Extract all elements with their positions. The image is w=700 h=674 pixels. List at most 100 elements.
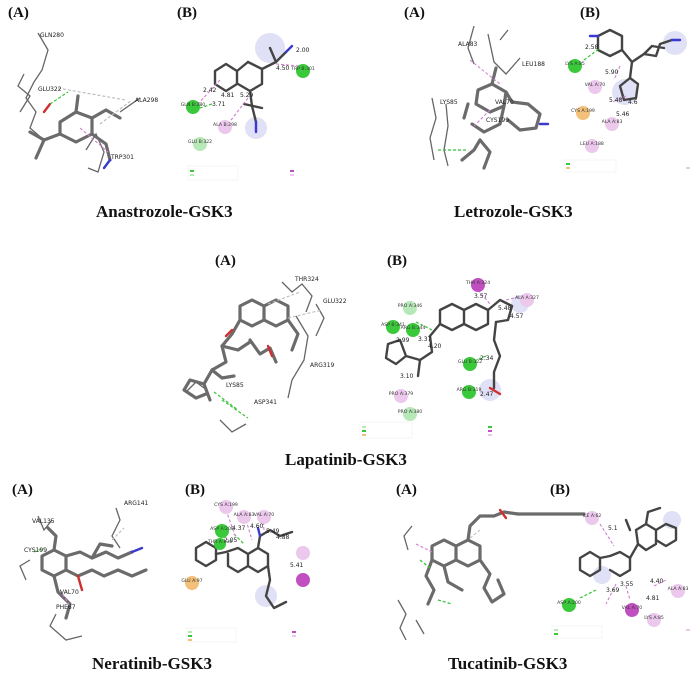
lapatinib-3d-view: THR324 GLU322 ARG319 ASP341 LYS85: [182, 276, 347, 433]
distance-label: 3.71: [212, 101, 226, 108]
residue-label: GLN280: [40, 32, 64, 39]
distance-label: 5.41: [290, 562, 304, 569]
distance-label: 5.48: [498, 305, 512, 312]
residue-bubble-label: GLU B:322: [188, 139, 212, 145]
distance-label: 5.46: [616, 111, 630, 118]
residue-bubble-label: VAL A:70: [585, 82, 606, 88]
residue-label: VAL70: [495, 99, 514, 106]
residue-bubble-label: PRO A:346: [398, 303, 422, 309]
distance-label: 5.49: [266, 528, 280, 535]
distance-label: 5.90: [605, 69, 619, 76]
distance-label: 2.34: [480, 355, 494, 362]
residue-label: LYS85: [226, 382, 244, 389]
panel-tag-a: (A): [8, 5, 29, 21]
residue-bubble-label: THR A:138: [207, 539, 232, 545]
residue-bubble-label: ASP A:200: [210, 526, 234, 532]
residue-label: ALA83: [458, 41, 478, 48]
residue-bubble-label: GLU A:97: [181, 578, 202, 584]
distance-label: 4.60: [250, 523, 264, 530]
figure-title: Neratinib-GSK3: [92, 654, 212, 673]
legend-box: [359, 421, 413, 439]
residue-bubble-label: ASP B:341: [381, 322, 405, 328]
distance-label: 3.55: [620, 581, 634, 588]
residue-bubble-label: ILE A:62: [583, 513, 602, 519]
neratinib-2d-view: CYS A:199 ALA A:83 VAL A:70 ASP A:200 TH…: [181, 500, 310, 643]
distance-label: 5.1: [608, 525, 618, 532]
residue-bubble-label: ASP A:200: [557, 600, 581, 606]
residue-bubble-label: ARG B:344: [401, 325, 426, 331]
residue-bubble-label: ALA A:83: [234, 512, 255, 518]
distance-label: 4.57: [510, 313, 524, 320]
distance-label: 2.42: [203, 87, 217, 94]
residue-bubble-label: VAL A:70: [622, 605, 643, 611]
residue-bubble-label: LYS A:85: [565, 61, 585, 67]
panel-tag-b: (B): [185, 482, 205, 498]
residue-label: VAL70: [60, 589, 79, 596]
residue-bubble-label: ALA A:83: [668, 586, 689, 592]
neratinib-3d-view: VAL135 ARG141 CYS199 VAL70 PHE67: [19, 500, 149, 641]
residue-bubble-label: THR A:324: [465, 280, 490, 286]
residue-bubble-label: VAL A:70: [254, 512, 275, 518]
distance-label: 5.48: [609, 97, 623, 104]
legend-box: [187, 165, 239, 181]
figure-title: Lapatinib-GSK3: [285, 450, 407, 469]
residue-bubble-label: TRP B:301: [290, 66, 315, 72]
distance-label: 4.6: [628, 99, 638, 106]
panel-tag-b: (B): [550, 482, 570, 498]
residue-label: ALA298: [135, 97, 158, 104]
figure-title: Tucatinib-GSK3: [448, 654, 567, 673]
residue-label: ASP341: [254, 399, 277, 406]
residue-label: CYS199: [486, 117, 509, 124]
residue-label: ARG319: [310, 362, 335, 369]
distance-label: 2.47: [480, 391, 494, 398]
legend-box: [563, 159, 617, 173]
residue-label: TRP301: [110, 154, 134, 161]
distance-label: 3.57: [474, 293, 488, 300]
distance-label: 4.37: [232, 525, 246, 532]
residue-bubble-label: GLN B:280: [181, 102, 206, 108]
distance-label: 3.10: [400, 373, 414, 380]
residue-label: GLU322: [38, 86, 62, 93]
distance-label: 3.69: [606, 587, 620, 594]
lapatinib-panel: (A) THR324 GLU322 ARG319 ASP341: [182, 253, 539, 469]
panel-tag-a: (A): [12, 482, 33, 498]
distance-label: 4.50: [276, 65, 290, 72]
tucatinib-panel: (A) (B): [396, 482, 690, 673]
distance-label: 5.29: [240, 92, 254, 99]
panel-tag-a: (A): [396, 482, 417, 498]
residue-label: ARG141: [124, 500, 149, 507]
residue-label: PHE67: [56, 604, 76, 611]
residue-label: CYS199: [24, 547, 47, 554]
panel-tag-b: (B): [387, 253, 407, 269]
tucatinib-2d-view: ILE A:62 ASP A:200 VAL A:70 LYS A:85 ALA…: [551, 506, 690, 639]
distance-label: 4.88: [276, 534, 290, 541]
residue-label: LEU188: [522, 61, 545, 68]
residue-bubble-label: LYS A:85: [644, 615, 664, 621]
panel-tag-b: (B): [177, 5, 197, 21]
residue-bubble-label: GLU B:322: [458, 359, 482, 365]
residue-label: THR324: [294, 276, 319, 283]
distance-label: 2.00: [296, 47, 310, 54]
distance-label: 4.20: [428, 343, 442, 350]
residue-bubble-label: ALA A:327: [515, 295, 539, 301]
figure-title: Letrozole-GSK3: [454, 202, 573, 221]
letrozole-2d-view: LYS A:85 VAL A:70 CYS A:199 ALA A:83 LEU…: [563, 28, 690, 173]
distance-label: 2.05: [224, 537, 238, 544]
distance-label: 2.99: [396, 337, 410, 344]
residue-bubble-label: ALA B:298: [213, 122, 237, 128]
distance-label: 4.40: [650, 578, 664, 585]
residue-bubble-label: CYS A:199: [214, 502, 238, 508]
panel-tag-a: (A): [215, 253, 236, 269]
anastrozole-3d-view: GLN280 GLU322 ALA298 TRP301: [17, 32, 158, 173]
distance-label: 4.81: [646, 595, 660, 602]
tucatinib-3d-view: [397, 508, 586, 641]
legend-box: [551, 625, 603, 639]
panel-tag-a: (A): [404, 5, 425, 21]
residue-label: GLU322: [323, 298, 347, 305]
distance-label: 3.37: [418, 336, 432, 343]
anastrozole-2d-view: GLN B:280 GLU B:322 ALA B:298 TRP B:301 …: [181, 33, 315, 181]
residue-bubble-label: PRO A:379: [389, 391, 413, 397]
letrozole-panel: (A) ALA83 LEU188 LYS85 VAL70 CYS199 (B): [404, 5, 690, 221]
figure-title: Anastrozole-GSK3: [96, 202, 233, 221]
